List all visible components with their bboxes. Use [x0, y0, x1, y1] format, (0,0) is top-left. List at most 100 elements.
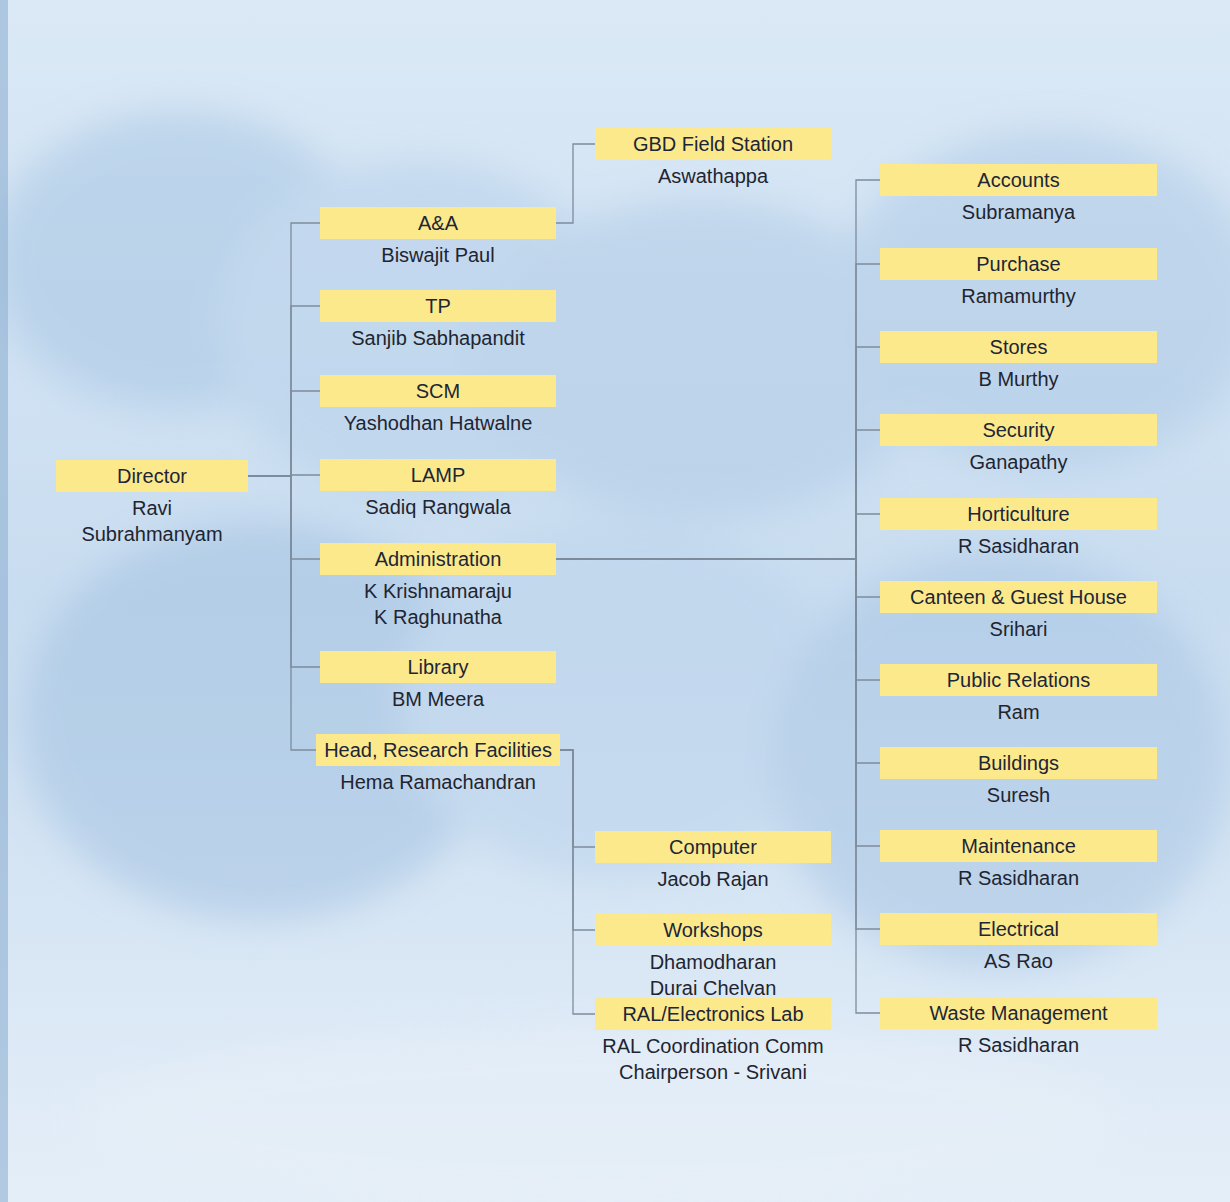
unit-label-bar: SCM: [320, 375, 556, 407]
org-unit: Waste Management R Sasidharan: [880, 997, 1157, 1058]
org-unit: Public RelationsRam: [880, 664, 1157, 725]
org-unit: Stores B Murthy: [880, 331, 1157, 392]
org-unit: SecurityGanapathy: [880, 414, 1157, 475]
connector-line: [556, 264, 880, 559]
unit-label-bar: Library: [320, 651, 556, 683]
unit-label-bar: Workshops: [595, 914, 831, 946]
unit-title: Horticulture: [967, 503, 1069, 525]
unit-title: Computer: [669, 836, 757, 858]
unit-title: Waste Management: [929, 1002, 1107, 1024]
unit-label-bar: Computer: [595, 831, 831, 863]
unit-title: Security: [982, 419, 1054, 441]
org-unit: BuildingsSuresh: [880, 747, 1157, 808]
org-unit: Electrical AS Rao: [880, 913, 1157, 974]
unit-label-bar: Horticulture: [880, 498, 1157, 530]
org-unit: A&A Biswajit Paul: [320, 207, 556, 268]
org-unit: TP Sanjib Sabhapandit: [320, 290, 556, 351]
person-name: Yashodhan Hatwalne: [320, 410, 556, 436]
unit-title: Head, Research Facilities: [324, 739, 552, 761]
org-unit: LibraryBM Meera: [320, 651, 556, 712]
connector-line: [248, 391, 320, 476]
person-name: Suresh: [880, 782, 1157, 808]
connector-line: [556, 559, 880, 929]
unit-title: LAMP: [411, 464, 465, 486]
unit-label-bar: Accounts: [880, 164, 1157, 196]
person-name: R Sasidharan: [880, 865, 1157, 891]
person-name: Ramamurthy: [880, 283, 1157, 309]
org-unit: LAMP Sadiq Rangwala: [320, 459, 556, 520]
unit-title: Administration: [375, 548, 502, 570]
unit-title: GBD Field Station: [633, 133, 793, 155]
connector-line: [248, 306, 320, 476]
person-name: Ram: [880, 699, 1157, 725]
person-name: B Murthy: [880, 366, 1157, 392]
unit-label-bar: Electrical: [880, 913, 1157, 945]
person-name: Biswajit Paul: [320, 242, 556, 268]
org-unit: SCM Yashodhan Hatwalne: [320, 375, 556, 436]
unit-label-bar: Purchase: [880, 248, 1157, 280]
connector-line: [556, 559, 880, 597]
unit-title: Library: [407, 656, 468, 678]
person-name: Dhamodharan: [595, 949, 831, 975]
org-unit: Head, Research FacilitiesHema Ramachandr…: [316, 734, 560, 795]
unit-label-bar: GBD Field Station: [595, 128, 831, 160]
unit-title: Stores: [990, 336, 1048, 358]
connector-line: [556, 559, 880, 1013]
unit-title: Buildings: [978, 752, 1059, 774]
connector-line: [248, 223, 320, 476]
connector-line: [560, 750, 595, 1014]
org-unit: DirectorRavi Subrahmanyam: [56, 460, 248, 547]
unit-label-bar: Public Relations: [880, 664, 1157, 696]
connector-line: [556, 559, 880, 680]
connector-line: [248, 476, 320, 667]
unit-title: Purchase: [976, 253, 1061, 275]
connector-line: [248, 476, 320, 559]
unit-label-bar: Canteen & Guest House: [880, 581, 1157, 613]
unit-title: Accounts: [977, 169, 1059, 191]
person-name: Subramanya: [880, 199, 1157, 225]
person-name: Sadiq Rangwala: [320, 494, 556, 520]
person-name: Ganapathy: [880, 449, 1157, 475]
org-unit: Canteen & Guest HouseSrihari: [880, 581, 1157, 642]
person-name: Ravi Subrahmanyam: [56, 495, 248, 547]
connector-line: [556, 347, 880, 559]
unit-label-bar: TP: [320, 290, 556, 322]
unit-title: Workshops: [663, 919, 763, 941]
unit-title: Public Relations: [947, 669, 1090, 691]
org-unit: AccountsSubramanya: [880, 164, 1157, 225]
org-unit: GBD Field StationAswathappa: [595, 128, 831, 189]
person-name: Sanjib Sabhapandit: [320, 325, 556, 351]
org-unit: AdministrationK KrishnamarajuK Raghunath…: [320, 543, 556, 630]
connector-line: [248, 476, 316, 750]
person-name: Hema Ramachandran: [316, 769, 560, 795]
unit-label-bar: Waste Management: [880, 997, 1157, 1029]
org-unit: RAL/Electronics LabRAL Coordination Comm…: [595, 998, 831, 1085]
unit-title: Canteen & Guest House: [910, 586, 1127, 608]
connector-line: [560, 750, 595, 847]
org-unit: PurchaseRamamurthy: [880, 248, 1157, 309]
person-name: Srihari: [880, 616, 1157, 642]
unit-title: Electrical: [978, 918, 1059, 940]
connector-line: [556, 559, 880, 846]
connector-line: [556, 514, 880, 559]
unit-label-bar: LAMP: [320, 459, 556, 491]
unit-label-bar: Maintenance: [880, 830, 1157, 862]
connector-line: [560, 750, 595, 930]
unit-title: Director: [117, 465, 187, 487]
connector-line: [556, 559, 880, 763]
unit-title: RAL/Electronics Lab: [622, 1003, 803, 1025]
unit-label-bar: A&A: [320, 207, 556, 239]
org-unit: ComputerJacob Rajan: [595, 831, 831, 892]
unit-title: TP: [425, 295, 451, 317]
unit-label-bar: Stores: [880, 331, 1157, 363]
unit-label-bar: RAL/Electronics Lab: [595, 998, 831, 1030]
person-name: RAL Coordination Comm Chairperson - Sriv…: [595, 1033, 831, 1085]
person-name: AS Rao: [880, 948, 1157, 974]
connector-line: [556, 144, 595, 223]
org-unit: HorticultureR Sasidharan: [880, 498, 1157, 559]
unit-label-bar: Buildings: [880, 747, 1157, 779]
person-name: Jacob Rajan: [595, 866, 831, 892]
unit-title: Maintenance: [961, 835, 1076, 857]
unit-label-bar: Security: [880, 414, 1157, 446]
person-name: R Sasidharan: [880, 1032, 1157, 1058]
